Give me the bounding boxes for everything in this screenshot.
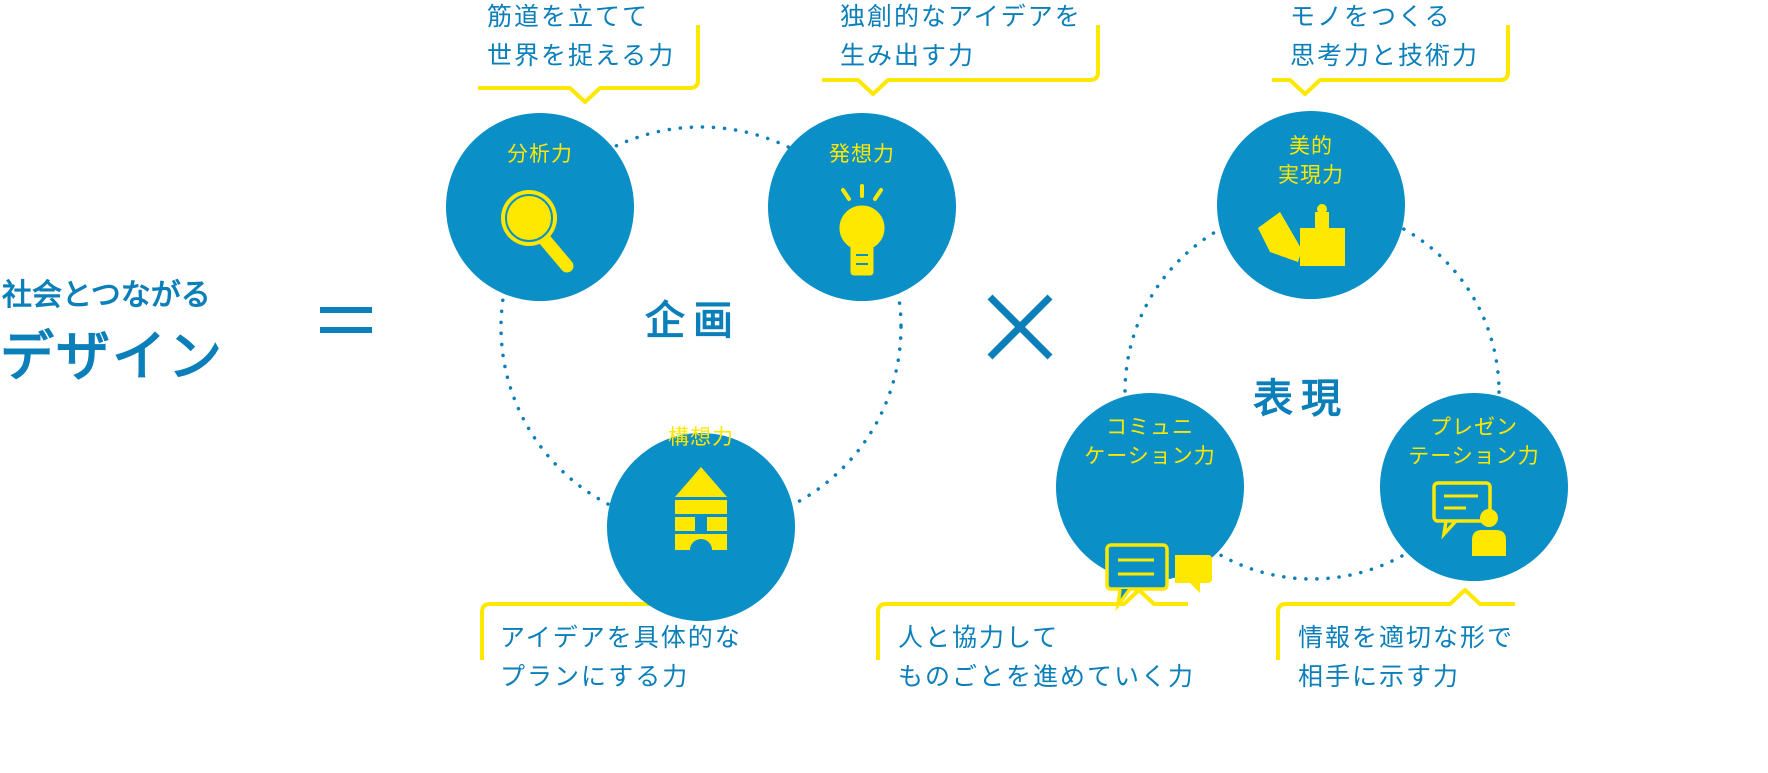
planning-dotted-ring [499,125,903,529]
expression-dotted-ring [1123,203,1501,581]
lead-line-2: デザイン [0,325,224,388]
callout-conception: アイデアを具体的なプランにする力 [500,618,742,696]
callout-text: 世界を捉える力 [487,41,676,70]
skill-circle-conception [607,433,795,621]
callout-text: 思考力と技術力 [1290,41,1480,70]
skill-label-text: テーション力 [1408,444,1540,468]
callout-presentation: 情報を適切な形で相手に示す力 [1298,618,1514,696]
callout-line-communication [876,588,1188,660]
skill-label-analysis: 分析力 [447,140,633,169]
speech-bubbles-icon [1105,543,1212,612]
skill-label-presentation: プレゼンテーション力 [1381,413,1567,471]
callout-line-aesthetic [1272,25,1510,96]
group-label-expression: 表現 [1253,376,1349,422]
callout-text: 独創的なアイデアを [840,2,1082,31]
callout-line-analysis [478,25,700,104]
callout-aesthetic: モノをつくる思考力と技術力 [1290,0,1479,75]
paintbrush-icon [1258,204,1345,266]
lightbulb-icon [839,184,885,276]
group-label-planning: 企画 [645,298,741,344]
skill-label-aesthetic: 美的実現力 [1218,132,1404,190]
callout-line-ideation [822,25,1100,96]
times-sign [987,294,1053,360]
callout-analysis: 筋道を立てて世界を捉える力 [487,0,675,75]
callout-text: 情報を適切な形で [1298,623,1515,652]
callout-text: 相手に示す力 [1298,662,1461,691]
magnifier-icon [501,190,574,273]
callout-text: アイデアを具体的な [500,623,742,652]
skill-label-text: 構想力 [668,425,734,449]
lead-line-1: 社会とつながる [2,278,211,313]
callout-text: 生み出す力 [840,41,976,70]
presenter-icon [1432,481,1506,556]
callout-text: 人と協力して [898,623,1060,652]
skill-circle-aesthetic [1217,111,1405,299]
callout-text: プランにする力 [500,662,690,691]
skill-circle-presentation [1380,393,1568,581]
skill-label-text: プレゼン [1430,415,1518,439]
skill-label-ideation: 発想力 [769,140,955,169]
callout-ideation: 独創的なアイデアを生み出す力 [840,0,1082,75]
skill-label-text: 発想力 [829,142,895,166]
skill-label-text: 実現力 [1278,163,1344,187]
skill-label-text: ケーション力 [1084,444,1216,468]
callout-communication: 人と協力してものごとを進めていく力 [898,618,1195,696]
building-blocks-icon [675,467,727,550]
skill-label-text: 美的 [1289,134,1333,158]
callout-text: ものごとを進めていく力 [898,662,1196,691]
skill-label-text: 分析力 [507,142,573,166]
callout-text: モノをつくる [1290,2,1452,31]
equals-sign [320,307,372,333]
skill-label-text: コミュニ [1106,415,1194,439]
skill-label-conception: 構想力 [608,423,794,452]
skill-label-communication: コミュニケーション力 [1057,413,1243,471]
callout-text: 筋道を立てて [487,2,650,31]
skill-circle-communication [1056,393,1244,581]
callout-line-presentation [1276,588,1515,660]
